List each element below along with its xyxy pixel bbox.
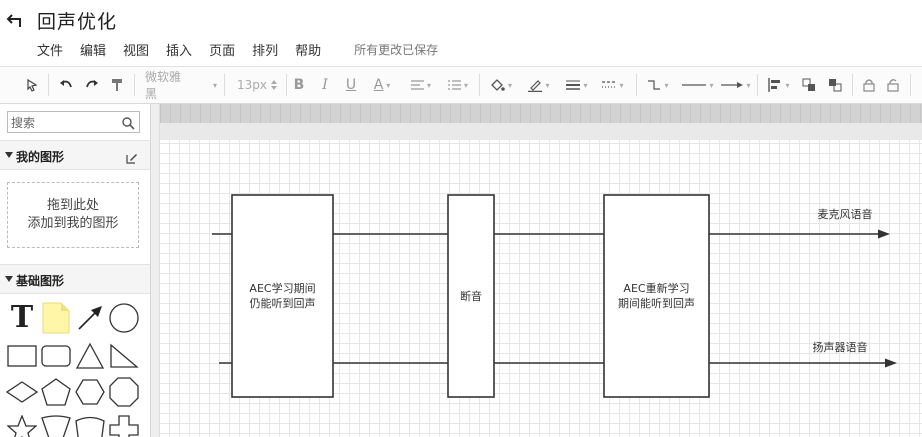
shape-search <box>7 111 140 133</box>
hexagon-shape[interactable] <box>72 374 108 410</box>
line-color-icon[interactable]: ▾ <box>524 75 554 95</box>
drop-zone-line1: 拖到此处 <box>46 198 99 213</box>
line-start-icon[interactable]: ▾ <box>682 80 714 90</box>
app-header: 回声优化 文件 编辑 视图 插入 页面 排列 帮助 所有更改已保存 <box>0 0 922 66</box>
star-shape[interactable] <box>4 412 40 437</box>
list-icon[interactable]: ▾ <box>443 75 473 95</box>
shape-sidebar: 我的图形 拖到此处 添加到我的图形 基础图形 T <box>0 104 151 437</box>
aec-relearning-label-1: AEC重新学习 <box>623 281 689 295</box>
aec-relearning-label-2: 期间能听到回声 <box>618 296 695 310</box>
connector-type-icon[interactable]: ▾ <box>643 75 673 95</box>
rectangle-shape[interactable] <box>4 338 40 374</box>
line-end-arrow-icon[interactable]: ▾ <box>718 75 754 95</box>
my-shapes-title: 我的图形 <box>16 150 65 164</box>
diagram[interactable]: AEC学习期间 仍能听到回声 断音 AEC重新学习 期间能听到回声 麦克风语音 … <box>160 104 922 437</box>
unlock-icon[interactable] <box>884 75 902 95</box>
menu-insert[interactable]: 插入 <box>166 43 193 59</box>
font-color-button[interactable]: A▾ <box>373 77 391 93</box>
octagon-shape[interactable] <box>106 374 142 410</box>
rounded-rectangle-shape[interactable] <box>38 338 74 374</box>
send-back-icon[interactable] <box>826 75 844 95</box>
line-width-icon[interactable]: ▾ <box>566 80 588 90</box>
menu-page[interactable]: 页面 <box>209 43 236 59</box>
diamond-shape[interactable] <box>4 374 40 410</box>
basic-shapes-header[interactable]: 基础图形 <box>0 264 150 294</box>
menu-bar: 文件 编辑 视图 插入 页面 排列 帮助 所有更改已保存 <box>37 40 439 59</box>
document-title[interactable]: 回声优化 <box>37 11 118 33</box>
fill-color-icon[interactable]: ▾ <box>486 75 516 95</box>
triangle-shape[interactable] <box>72 338 108 374</box>
back-arrow-icon[interactable] <box>6 10 26 30</box>
italic-button[interactable]: I <box>322 77 328 93</box>
menu-help[interactable]: 帮助 <box>295 43 322 59</box>
menu-edit[interactable]: 编辑 <box>80 43 107 59</box>
search-icon[interactable] <box>122 115 135 134</box>
line-style-icon[interactable]: ▾ <box>602 80 624 90</box>
trapezoid-shape[interactable] <box>38 412 74 437</box>
horizontal-ruler <box>160 104 922 123</box>
search-input[interactable] <box>8 113 118 133</box>
bring-front-icon[interactable] <box>800 75 818 95</box>
collapse-triangle-icon[interactable] <box>5 276 13 282</box>
basic-shapes-title: 基础图形 <box>16 274 65 288</box>
font-family-select[interactable]: 微软雅黑▾ <box>145 70 217 101</box>
right-triangle-shape[interactable] <box>106 338 142 374</box>
callout-shape[interactable] <box>72 412 108 437</box>
aec-learning-label-2: 仍能听到回声 <box>250 296 316 310</box>
drop-zone-line2: 添加到我的图形 <box>27 216 119 231</box>
underline-button[interactable]: U <box>345 77 357 93</box>
dropout-box[interactable]: 断音 <box>447 194 495 398</box>
align-text-icon[interactable]: ▾ <box>406 75 436 95</box>
menu-arrange[interactable]: 排列 <box>252 43 279 59</box>
toolbar: 微软雅黑▾ 13px B I U A▾ ▾ ▾ ▾ ▾ ▾ ▾ ▾ ▾ ▾ ▾ <box>0 66 922 104</box>
format-panel-icon[interactable] <box>22 75 42 95</box>
aec-relearning-box[interactable]: AEC重新学习 期间能听到回声 <box>603 194 710 398</box>
arrow-shape[interactable] <box>72 300 108 336</box>
menu-file[interactable]: 文件 <box>37 43 64 59</box>
undo-icon[interactable] <box>57 75 75 95</box>
bold-button[interactable]: B <box>293 77 305 93</box>
my-shapes-drop-zone[interactable]: 拖到此处 添加到我的图形 <box>7 182 139 248</box>
speaker-voice-label: 扬声器语音 <box>813 340 868 354</box>
aec-learning-box[interactable]: AEC学习期间 仍能听到回声 <box>231 194 334 398</box>
text-shape[interactable]: T <box>10 300 34 335</box>
edit-icon[interactable] <box>126 149 138 168</box>
aec-learning-label-1: AEC学习期间 <box>249 281 315 295</box>
mic-voice-label: 麦克风语音 <box>818 207 873 221</box>
redo-icon[interactable] <box>83 75 101 95</box>
cross-shape[interactable] <box>106 412 142 437</box>
align-shapes-icon[interactable]: ▾ <box>764 75 794 95</box>
pentagon-shape[interactable] <box>38 374 74 410</box>
collapse-triangle-icon[interactable] <box>5 152 13 158</box>
circle-shape[interactable] <box>106 300 142 336</box>
font-size-stepper[interactable]: 13px <box>237 75 279 95</box>
sidebar-scrollbar[interactable] <box>151 104 160 437</box>
menu-view[interactable]: 视图 <box>123 43 150 59</box>
my-shapes-header[interactable]: 我的图形 <box>0 140 150 170</box>
format-painter-icon[interactable] <box>108 75 126 95</box>
dropout-label: 断音 <box>460 289 482 303</box>
save-status: 所有更改已保存 <box>354 42 439 57</box>
note-shape[interactable] <box>38 300 74 336</box>
lock-icon[interactable] <box>860 75 878 95</box>
